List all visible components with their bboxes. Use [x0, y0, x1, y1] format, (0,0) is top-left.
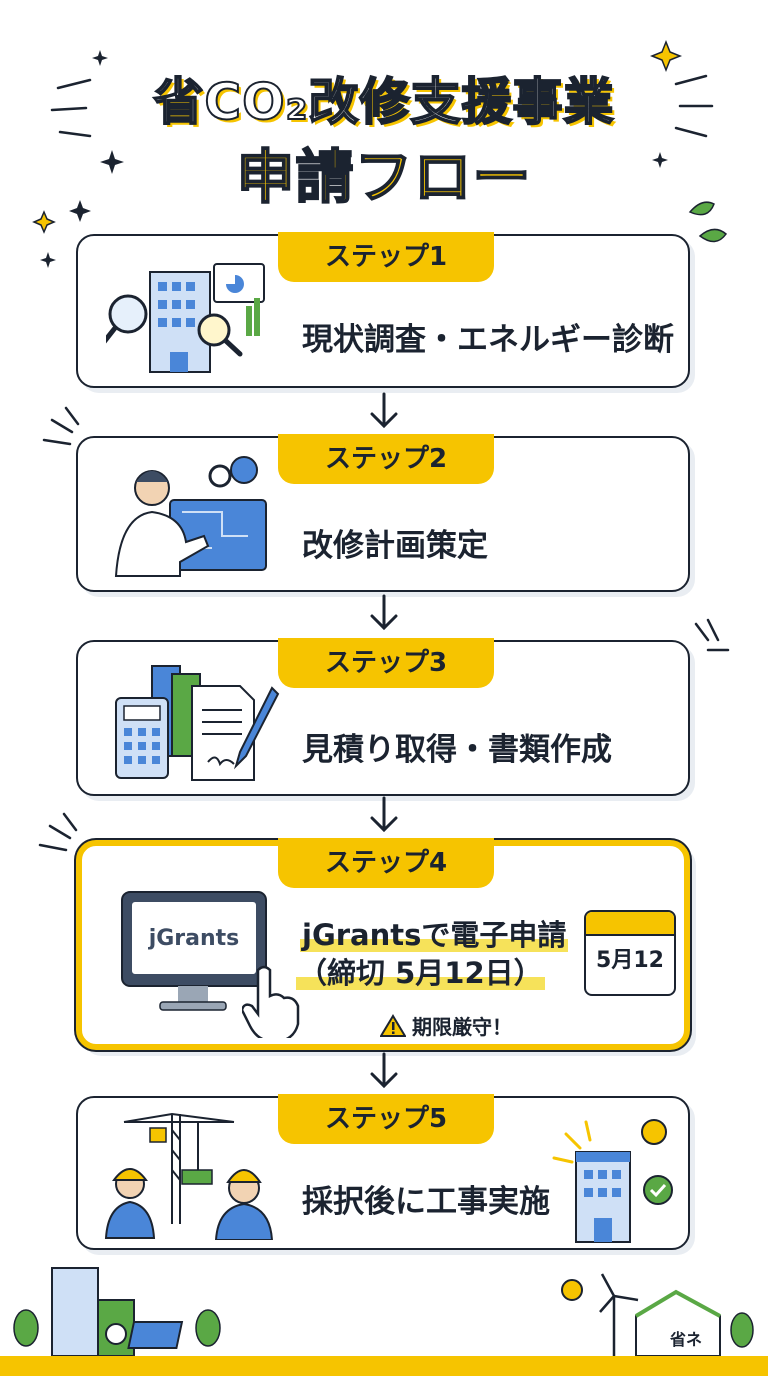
step-3-text: 見積り取得・書類作成 [302, 732, 612, 768]
arrow-down-icon [370, 796, 398, 833]
dash-lines-icon [38, 74, 730, 852]
construction-workers-icon [104, 1112, 274, 1240]
step-3-badge: ステップ3 [278, 638, 494, 688]
arrow-down-icon [370, 392, 398, 429]
arrow-down-icon [370, 594, 398, 631]
step-1-badge: ステップ1 [278, 232, 494, 282]
step-2-text: 改修計画策定 [302, 528, 488, 564]
jgrants-logo: jGrants [148, 926, 240, 951]
wind-turbine-icon [599, 1273, 639, 1356]
step-4-text-line2-highlight: （締切 5月12日） [296, 956, 545, 990]
title-line2: 申請フロー [235, 142, 532, 212]
calendar-date: 5月12日 [596, 948, 664, 973]
step-4-text-line1: jGrantsで電子申請 [300, 912, 569, 954]
energy-icon [105, 1323, 127, 1345]
building-check-icon [552, 1119, 673, 1243]
step-5-card: ステップ5 採択後に工事実施 [76, 1094, 690, 1250]
step-5-badge: ステップ5 [278, 1094, 494, 1144]
footer-scene [13, 1267, 754, 1357]
ground-strip [0, 1356, 768, 1376]
leaf-icon [688, 201, 728, 243]
warning-icon [380, 1013, 406, 1037]
step-5-text: 採択後に工事実施 [302, 1184, 550, 1220]
step-2-card: ステップ2 改修計画策定 [76, 434, 690, 592]
monitor-icon [121, 891, 267, 1011]
step-1-text: 現状調査・エネルギー診断 [302, 322, 674, 358]
house-sign: 省ネ [670, 1330, 703, 1349]
step-4-text-line2: （締切 5月12日） [296, 950, 545, 992]
tree-icon [13, 1309, 754, 1348]
building-icon [51, 1267, 99, 1357]
step-4-text-line1-highlight: jGrantsで電子申請 [300, 918, 569, 952]
calendar-icon: 5月12日 [584, 910, 676, 996]
step-2-badge: ステップ2 [278, 434, 494, 484]
sun-icon [561, 1279, 583, 1301]
warning-text: 期限厳守！ [412, 1015, 512, 1039]
sparkle-yellow-icon [32, 39, 683, 234]
step-1-card: ステップ1 現状調査・エネルギー診断 [76, 232, 690, 388]
sparkle-icon [40, 50, 668, 268]
engineer-blueprint-icon [114, 456, 267, 577]
deadline-warning: 期限厳守！ [380, 1011, 512, 1040]
step-3-card: ステップ3 見積り取得・書類作成 [76, 638, 690, 796]
arrow-down-icon [370, 1052, 398, 1089]
step-4-badge: ステップ4 [278, 838, 494, 888]
step-4-card: ステップ4 jGrants jGrantsで電子申請 （締切 5月12日） 5月… [76, 838, 690, 1050]
building-analysis-icon [106, 263, 265, 373]
pointing-hand-icon [242, 965, 300, 1038]
solar-panel-icon [127, 1321, 184, 1349]
title-line1: 省CO₂改修支援事業 [152, 72, 615, 132]
documents-calculator-icon [115, 665, 280, 781]
